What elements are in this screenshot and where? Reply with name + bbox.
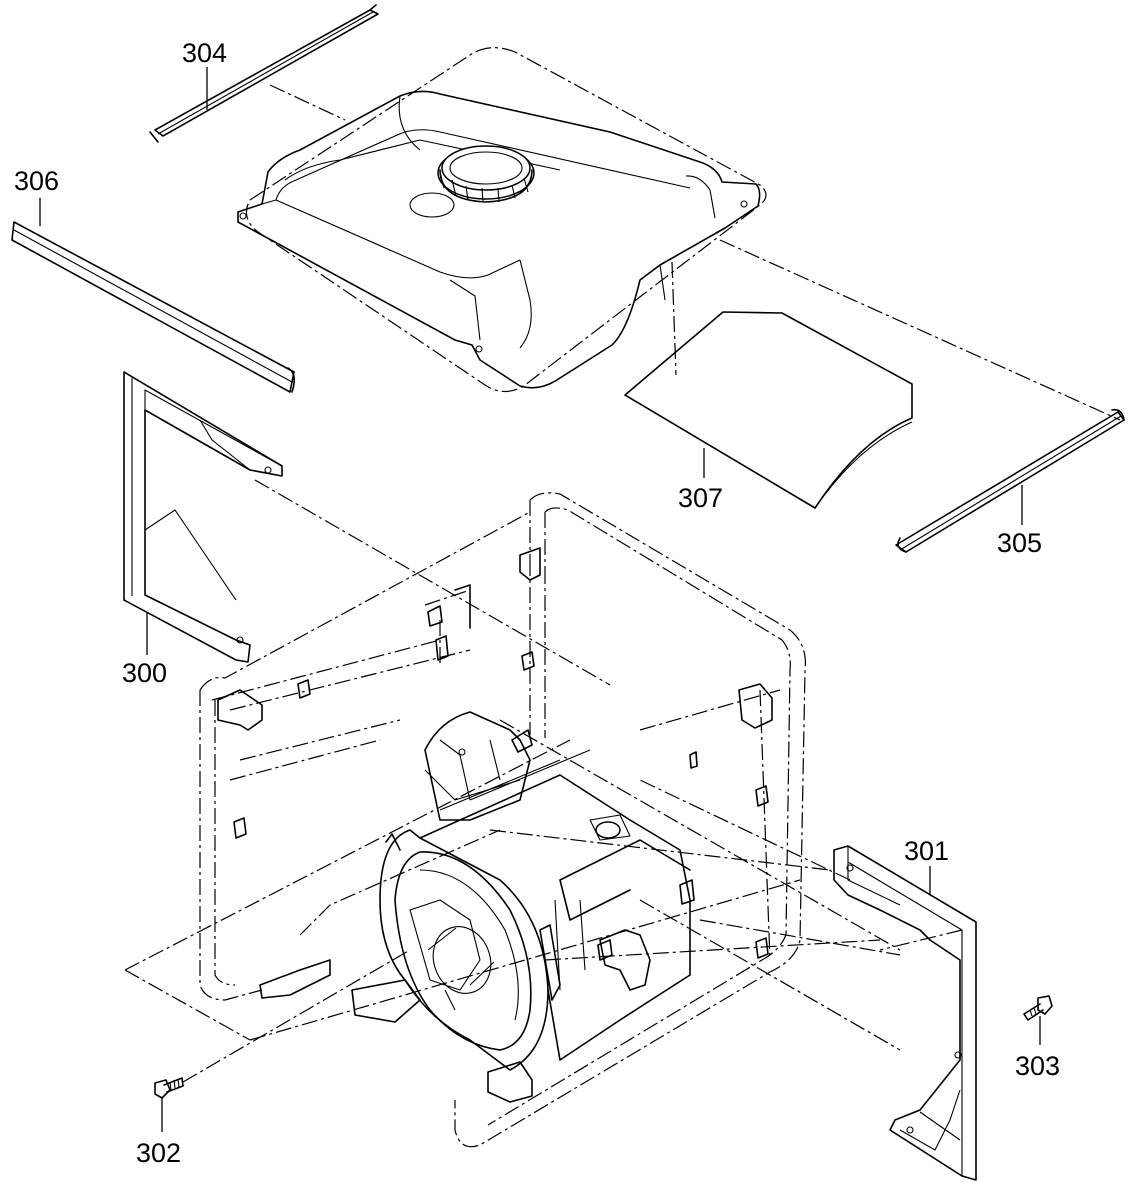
flange-bolt-left: [154, 949, 411, 1099]
frame-details: [217, 547, 773, 999]
callout-labels: 304 306 300 307 305 301 303 302: [14, 38, 1060, 1168]
tank-rail-left: [11, 221, 296, 393]
tank-rail-front: [719, 239, 1125, 553]
frame-bracket-rear: [123, 371, 611, 686]
callout-301: 301: [904, 836, 949, 866]
callout-306: 306: [14, 166, 59, 196]
main-frame: [124, 492, 901, 1148]
callout-303: 303: [1015, 1051, 1060, 1081]
callout-302: 302: [136, 1138, 181, 1168]
flange-bolt-right: [1023, 995, 1053, 1021]
tank-rail-rear: [149, 4, 379, 143]
fuel-tank: [237, 47, 767, 393]
callout-300: 300: [122, 658, 167, 688]
engine-generator: [351, 711, 901, 1103]
frame-bracket-front: [639, 779, 977, 1181]
callout-304: 304: [182, 38, 227, 68]
callout-305: 305: [997, 528, 1042, 558]
callout-307: 307: [678, 483, 723, 513]
heat-insulator: [624, 261, 913, 509]
